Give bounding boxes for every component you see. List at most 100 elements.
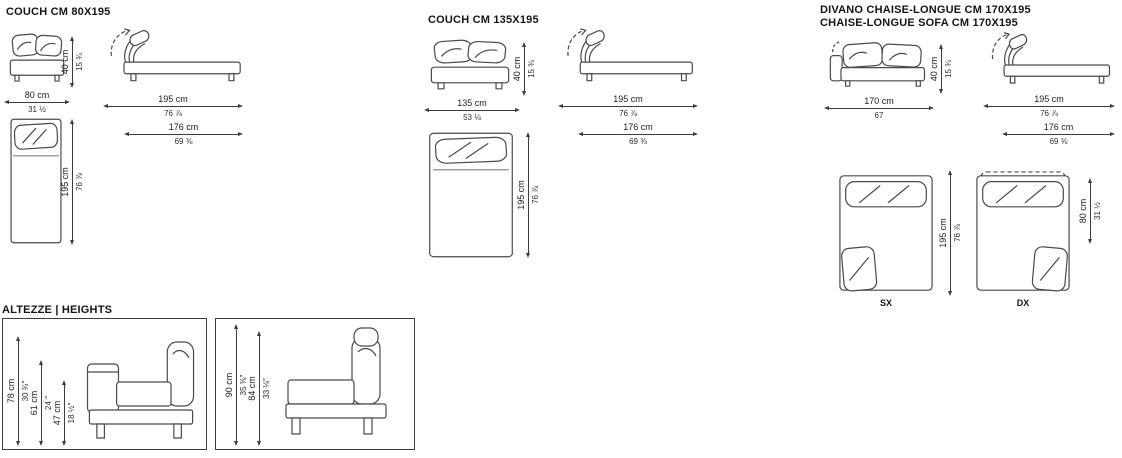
dim-cm-label: 47 cm	[52, 400, 62, 426]
dim-couch80-inner-length: 176 cm 69 ⅜	[124, 122, 243, 146]
dim-chaise170-height: 40 cm 15 ¾	[929, 44, 953, 94]
dim-cm-label: 40 cm	[512, 56, 522, 82]
dim-in-label: 15 ¾	[944, 60, 953, 78]
dimension-line	[578, 131, 698, 136]
dim-in-label: 18 ½″	[67, 402, 76, 424]
chaise170-sofa-drawing	[828, 40, 928, 94]
dim-couch80-length: 195 cm 76 ⅞	[103, 94, 243, 118]
chaise170-chaise-drawing	[985, 32, 1112, 92]
dimension-line	[18, 341, 19, 441]
section-title-couch135: COUCH CM 135X195	[428, 14, 539, 26]
couch135-plan-drawing	[428, 132, 514, 258]
dim-in-label: 15 ¾	[75, 53, 84, 71]
dim-in-label: 69 ⅜	[1049, 137, 1068, 146]
dimension-line	[983, 103, 1115, 108]
dim-in-label: 76 ⅞	[75, 173, 84, 191]
dim-cm-label: 195 cm	[613, 94, 643, 104]
couch80-plan-drawing	[10, 118, 62, 244]
dim-couch135-width: 135 cm 53 ⅛	[424, 98, 520, 122]
dim-in-label: 67	[874, 111, 884, 120]
plan-label-dx: DX	[1016, 298, 1030, 308]
dim-chaise170-depth: 195 cm 76 ⅞	[938, 170, 962, 296]
dim-in-label: 53 ⅛	[463, 113, 481, 122]
recline-arrow-icon	[992, 34, 1007, 59]
dim-cm-label: 176 cm	[1043, 122, 1074, 132]
dim-couch80-width: 80 cm 31 ½	[4, 90, 70, 114]
dim-cm-label: 80 cm	[1078, 198, 1088, 224]
dim-cm-label: 78 cm	[6, 378, 16, 404]
dim-cm-label: 170 cm	[864, 96, 894, 106]
section-title-couch80: COUCH CM 80X195	[6, 6, 111, 18]
recline-arrow-icon	[111, 30, 128, 56]
dim-sofa2-back-height: 84 cm 33 ⅛″	[247, 331, 271, 446]
dim-in-label: 15 ¾	[527, 60, 536, 78]
dim-cm-label: 176 cm	[623, 122, 653, 132]
dim-cm-label: 176 cm	[168, 122, 199, 132]
couch80-chaise-drawing	[103, 28, 243, 90]
dim-couch135-height: 40 cm 15 ¾	[512, 42, 536, 96]
couch135-chaise-drawing	[560, 28, 695, 90]
dim-sofa2-headrest-height: 90 cm 35 ⅜″	[224, 324, 248, 446]
dimension-line	[950, 175, 951, 291]
dimension-line	[1090, 183, 1091, 239]
couch80-front-drawing	[8, 30, 66, 88]
dim-cm-label: 195 cm	[60, 167, 70, 197]
section-title-chaise170-line2: CHAISE-LONGUE SOFA CM 170X195	[820, 17, 1018, 29]
dimension-line	[424, 107, 520, 112]
dim-in-label: 69 ⅜	[174, 137, 193, 146]
dim-sofa1-seat-height: 47 cm 18 ½″	[52, 380, 76, 446]
dim-cm-label: 135 cm	[457, 98, 487, 108]
dimension-line	[103, 103, 243, 108]
dim-cm-label: 61 cm	[29, 390, 39, 416]
dim-chaise170-chaise-width: 80 cm 31 ½	[1078, 178, 1102, 244]
chaise170-plan-sx-drawing	[838, 170, 934, 296]
dimension-line	[64, 385, 65, 441]
dim-in-label: 76 ⅞	[953, 224, 962, 242]
dimension-line	[4, 99, 70, 104]
dim-sofa1-arm-height: 61 cm 24 ″	[29, 360, 53, 446]
dim-couch80-depth: 195 cm 76 ⅞	[60, 119, 84, 245]
dimension-line	[259, 336, 260, 441]
dim-in-label: 69 ⅜	[629, 137, 647, 146]
dimension-line	[524, 47, 525, 91]
dim-in-label: 76 ⅞	[1040, 109, 1058, 118]
dim-in-label: 31 ½	[28, 105, 46, 114]
dim-couch135-length: 195 cm 76 ⅞	[558, 94, 698, 118]
dimension-line	[941, 49, 942, 89]
sofa-height-drawing-2	[276, 324, 398, 446]
dimension-line	[124, 131, 243, 136]
dim-chaise170-width: 170 cm 67	[824, 96, 934, 120]
plan-label-sx: SX	[879, 298, 892, 308]
dim-chaise170-length: 195 cm 76 ⅞	[983, 94, 1115, 118]
dim-cm-label: 40 cm	[929, 56, 939, 82]
couch135-front-drawing	[428, 36, 512, 96]
dim-cm-label: 195 cm	[938, 218, 948, 248]
dimension-line	[528, 137, 529, 253]
dimension-line	[824, 105, 934, 110]
dim-in-label: 33 ⅛″	[262, 378, 271, 399]
dim-in-label: 76 ⅞	[164, 109, 182, 118]
dim-cm-label: 195 cm	[1034, 94, 1064, 104]
dim-in-label: 76 ⅞	[619, 109, 637, 118]
dim-cm-label: 40 cm	[60, 49, 70, 75]
section-title-chaise170-line1: DIVANO CHAISE-LONGUE CM 170X195	[820, 4, 1031, 16]
dimension-line	[41, 365, 42, 441]
dim-in-label: 76 ⅞	[531, 186, 540, 204]
dimension-line	[236, 329, 237, 441]
dim-cm-label: 84 cm	[247, 376, 257, 401]
recline-arrow-icon	[833, 41, 841, 52]
dim-couch80-height: 40 cm 15 ¾	[60, 36, 84, 88]
dim-in-label: 31 ½	[1093, 202, 1102, 220]
dim-cm-label: 195 cm	[158, 94, 188, 104]
dim-chaise170-inner-length: 176 cm 69 ⅜	[1002, 122, 1115, 146]
dim-couch135-depth: 195 cm 76 ⅞	[516, 132, 540, 258]
dimension-line	[72, 124, 73, 240]
chaise170-plan-dx-drawing	[975, 170, 1071, 296]
dimension-line	[72, 41, 73, 83]
section-title-heights: ALTEZZE | HEIGHTS	[2, 304, 113, 316]
dim-cm-label: 80 cm	[24, 90, 50, 100]
dim-couch135-inner-length: 176 cm 69 ⅜	[578, 122, 698, 146]
dimension-line	[558, 103, 698, 108]
dim-cm-label: 90 cm	[224, 372, 234, 398]
